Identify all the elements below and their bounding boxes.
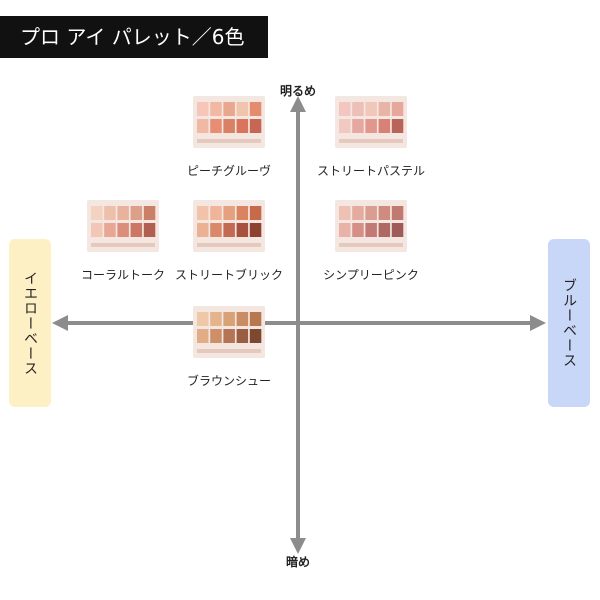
palette-swatch (365, 102, 377, 116)
palette-swatch (236, 206, 249, 220)
palette-swatch (365, 223, 377, 237)
palette-swatch (197, 102, 209, 116)
palette-image (193, 96, 265, 148)
palette-swatch (210, 329, 222, 343)
palette-swatch (249, 119, 262, 133)
palette-swatch (365, 206, 377, 220)
palette-image (193, 306, 265, 358)
palette-swatch (91, 223, 103, 237)
product-simply-pink: シンプリーピンク (306, 200, 436, 283)
product-peach: ピーチグルーヴ (164, 96, 294, 179)
palette-swatch (339, 102, 351, 116)
palette-swatch (143, 223, 156, 237)
palette-swatch (378, 102, 391, 116)
palette-swatch (104, 206, 116, 220)
palette-swatch (352, 119, 364, 133)
palette-swatch (249, 206, 262, 220)
palette-swatch (236, 329, 249, 343)
palette-swatch (197, 312, 209, 326)
product-street-pastel: ストリートパステル (306, 96, 436, 179)
yellow-base-box: イエローベース (9, 239, 51, 407)
palette-image (335, 96, 407, 148)
palette-swatch (223, 119, 235, 133)
product-brown-shoe: ブラウンシュー (164, 306, 294, 389)
product-name: コーラルトーク (80, 268, 165, 282)
palette-swatch (117, 223, 129, 237)
blue-base-box: ブルーベース (548, 239, 590, 407)
palette-swatch (236, 102, 249, 116)
palette-brush (91, 243, 155, 247)
axis-top-label: 明るめ (279, 84, 317, 98)
product-street-brick: ストリートブリック (164, 200, 294, 283)
product-name: ストリートパステル (316, 164, 425, 178)
palette-swatch (378, 223, 391, 237)
palette-swatch (223, 223, 235, 237)
palette-image (193, 200, 265, 252)
palette-swatch (339, 223, 351, 237)
product-coral: コーラルトーク (58, 200, 188, 283)
palette-image (335, 200, 407, 252)
palette-swatch (210, 119, 222, 133)
palette-brush (339, 243, 403, 247)
product-name: ブラウンシュー (186, 374, 271, 388)
palette-swatch (249, 102, 262, 116)
palette-swatch (236, 312, 249, 326)
palette-swatch (130, 206, 143, 220)
palette-swatch (352, 206, 364, 220)
palette-swatch (197, 329, 209, 343)
palette-swatch (130, 223, 143, 237)
palette-swatch (223, 329, 235, 343)
palette-swatch (391, 119, 404, 133)
product-name: ピーチグルーヴ (186, 164, 271, 178)
palette-swatch (143, 206, 156, 220)
palette-swatch (197, 206, 209, 220)
palette-swatch (352, 102, 364, 116)
axis-bottom-label: 暗め (285, 555, 311, 569)
palette-image (87, 200, 159, 252)
palette-swatch (249, 329, 262, 343)
palette-swatch (223, 312, 235, 326)
page-title: プロ アイ パレット／6色 (0, 16, 268, 58)
palette-swatch (223, 206, 235, 220)
palette-swatch (365, 119, 377, 133)
palette-swatch (249, 312, 262, 326)
palette-swatch (339, 206, 351, 220)
palette-swatch (339, 119, 351, 133)
palette-swatch (91, 206, 103, 220)
palette-brush (197, 349, 261, 353)
palette-swatch (210, 223, 222, 237)
palette-swatch (223, 102, 235, 116)
palette-swatch (352, 223, 364, 237)
palette-swatch (378, 206, 391, 220)
palette-swatch (210, 312, 222, 326)
product-name: ストリートブリック (174, 268, 283, 282)
axis-left-label: イエローベース (22, 270, 38, 376)
palette-swatch (236, 223, 249, 237)
palette-swatch (391, 102, 404, 116)
palette-swatch (391, 223, 404, 237)
palette-swatch (117, 206, 129, 220)
palette-swatch (249, 223, 262, 237)
palette-swatch (236, 119, 249, 133)
palette-swatch (391, 206, 404, 220)
palette-brush (197, 243, 261, 247)
palette-swatch (378, 119, 391, 133)
palette-swatch (210, 206, 222, 220)
palette-swatch (197, 119, 209, 133)
axis-right-label: ブルーベース (561, 278, 577, 368)
product-name: シンプリーピンク (323, 268, 419, 282)
palette-brush (197, 139, 261, 143)
palette-swatch (210, 102, 222, 116)
palette-brush (339, 139, 403, 143)
palette-swatch (197, 223, 209, 237)
palette-swatch (104, 223, 116, 237)
